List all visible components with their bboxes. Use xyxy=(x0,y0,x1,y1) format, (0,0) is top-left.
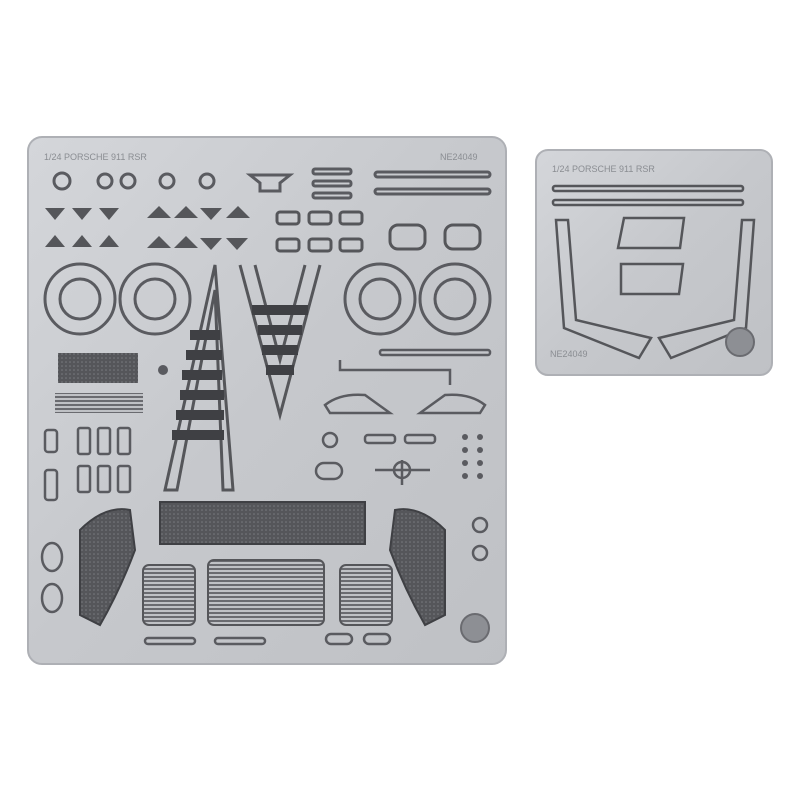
main-fret-code: NE24049 xyxy=(440,152,478,162)
main-fret: 1/24 PORSCHE 911 RSR NE24049 xyxy=(27,136,507,665)
logo-badge-icon xyxy=(725,327,755,357)
secondary-fret-code: NE24049 xyxy=(550,349,588,359)
logo-badge-icon xyxy=(460,613,490,643)
secondary-fret: 1/24 PORSCHE 911 RSR NE24049 xyxy=(535,149,773,376)
main-fret-title: 1/24 PORSCHE 911 RSR xyxy=(44,152,147,162)
grille-large xyxy=(159,501,366,545)
secondary-fret-title: 1/24 PORSCHE 911 RSR xyxy=(552,164,655,174)
